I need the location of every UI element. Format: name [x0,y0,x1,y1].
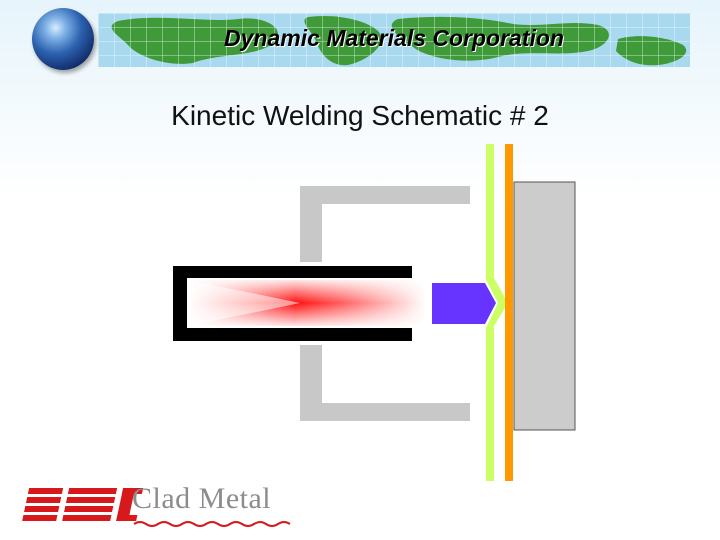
cladding-plate [486,144,508,481]
base-plate [513,181,576,431]
interface-layer [505,144,513,481]
projectile [432,283,496,324]
header-banner: Dynamic Materials Corporation [98,13,690,67]
explosive-tube [173,266,412,341]
company-name: Dynamic Materials Corporation [224,25,564,51]
dmc-logo [22,488,291,527]
globe-icon [32,8,94,70]
slide-title: Kinetic Welding Schematic # 2 [171,100,549,131]
frame-lower [300,345,470,421]
world-map-grid [98,13,690,67]
frame-upper [300,186,470,262]
logo-text: Clad Metal [132,482,272,515]
